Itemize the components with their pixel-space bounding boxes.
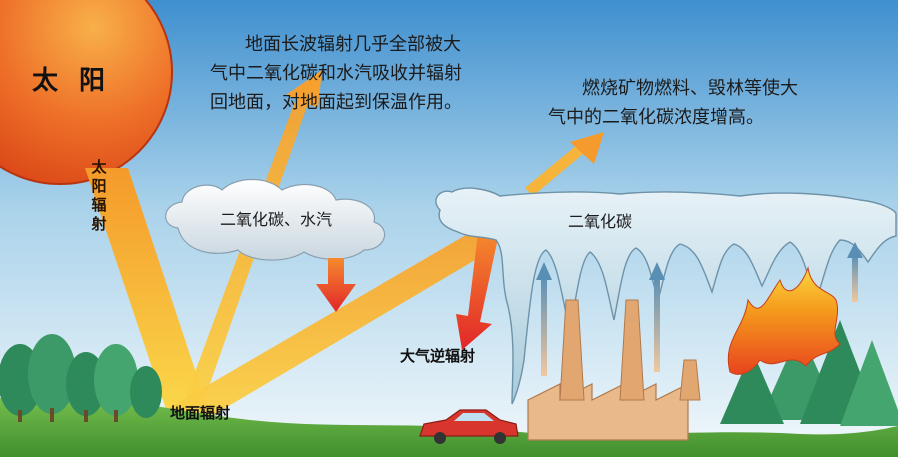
longwave-text-line2: 气中二氧化碳和水汽吸收并辐射 (210, 63, 462, 84)
fossil-text-line2: 气中的二氧化碳浓度增高。 (548, 107, 764, 128)
solar-radiation-beam (85, 168, 210, 415)
right-forest (720, 320, 898, 426)
ground-radiation-beam (165, 228, 492, 420)
forest-fire (727, 266, 841, 375)
left-forest (0, 334, 162, 422)
solar-radiation-label: 太阳辐射 (91, 158, 107, 233)
longwave-text-line3: 回地面，对地面起到保温作用。 (210, 92, 462, 113)
longwave-text-line1: 地面长波辐射几乎全部被大 (245, 34, 461, 55)
back-radiation-label: 大气逆辐射 (400, 347, 476, 365)
factory (527, 299, 701, 441)
longwave-up-arrowhead (286, 70, 322, 108)
rising-co2-arrows (536, 242, 863, 376)
co2-vapor-cloud-label: 二氧化碳、水汽 (220, 210, 333, 229)
back-radiation-arrow-right (456, 232, 498, 350)
car (419, 409, 519, 444)
back-radiation-arrow-left (316, 258, 356, 312)
co2-vapor-cloud (165, 179, 386, 261)
ground (0, 395, 898, 457)
sun-label: 太 阳 (32, 66, 112, 96)
co2-cloud-label: 二氧化碳 (568, 212, 633, 231)
fossil-up-ray (525, 140, 590, 196)
sun-disc (0, 0, 173, 185)
fossil-up-arrowhead (570, 132, 604, 164)
fossil-text-line1: 燃烧矿物燃料、毁林等使大 (582, 78, 798, 99)
ground-radiation-label: 地面辐射 (170, 404, 231, 422)
co2-smoke-cloud (435, 187, 897, 405)
